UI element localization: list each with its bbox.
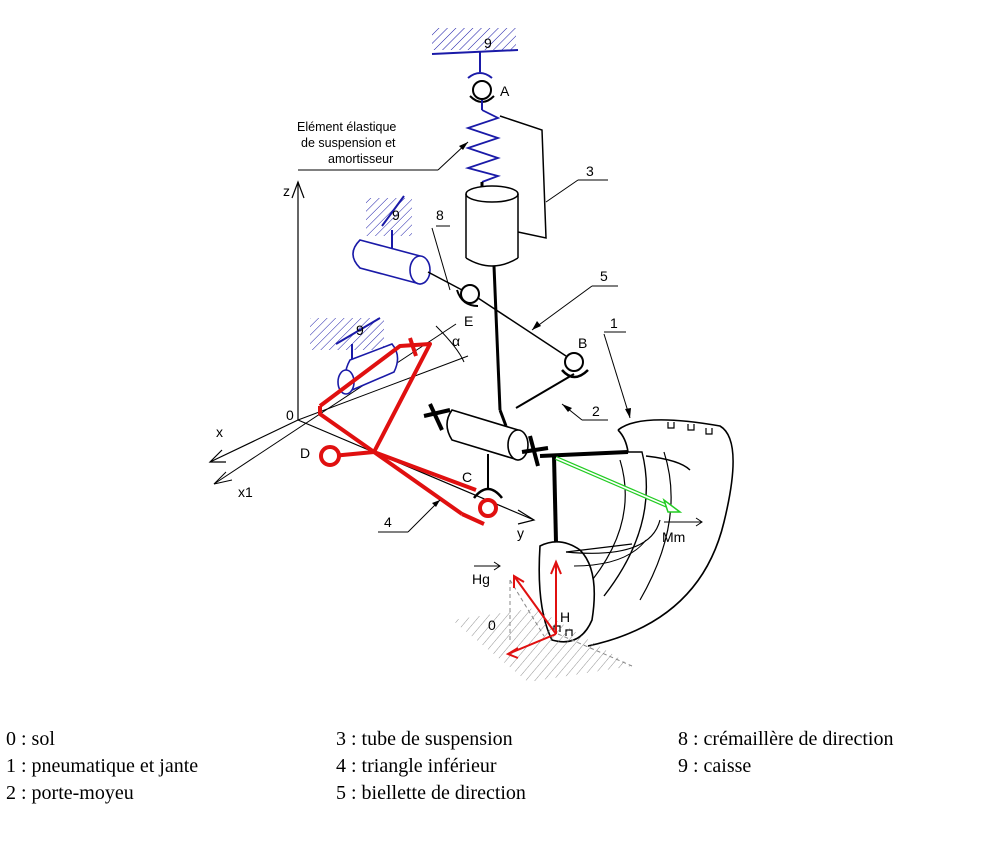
angle-alpha: α <box>452 333 460 349</box>
ground-plane: 0 <box>452 579 633 682</box>
label-1: 1 <box>610 315 618 331</box>
label-a: A <box>500 83 510 99</box>
label-3: 3 <box>586 163 594 179</box>
label-c: C <box>462 469 472 485</box>
axis-label-y: y <box>517 525 524 541</box>
elastic-label-line-1: Elément élastique <box>297 120 396 134</box>
elastic-element-callout: Elément élastique de suspension et amort… <box>297 120 469 171</box>
label-5: 5 <box>600 268 608 284</box>
label-hg: Hg <box>472 571 490 587</box>
callout-2: 2 <box>561 403 608 421</box>
suspension-tube <box>465 115 547 411</box>
callout-5: 5 <box>531 268 618 331</box>
ball-joint-c: C <box>462 454 503 499</box>
axis-label-z: z <box>283 183 290 199</box>
hub-carrier <box>423 403 629 543</box>
legend-item-5: 5 : biellette de direction <box>336 782 526 804</box>
legend-item-2: 2 : porte-moyeu <box>6 782 134 804</box>
axis-label-x: x <box>216 424 223 440</box>
steering-rack: 9 <box>352 195 463 291</box>
ball-joint-e: E <box>456 284 480 329</box>
label-8: 8 <box>436 207 444 223</box>
legend-item-8: 8 : crémaillère de direction <box>678 728 894 750</box>
label-h: H <box>560 609 570 625</box>
callout-8: 8 <box>431 207 451 291</box>
axes: z x y x1 α 0 <box>208 180 536 541</box>
origin-0: 0 <box>286 407 294 423</box>
callout-4: 4 <box>378 499 441 533</box>
legend-item-4: 4 : triangle inférieur <box>336 755 497 777</box>
label-9-mid: 9 <box>392 207 400 223</box>
ground-label-0: 0 <box>488 617 496 633</box>
label-e: E <box>464 313 473 329</box>
legend-item-3: 3 : tube de suspension <box>336 728 513 750</box>
legend-item-9: 9 : caisse <box>678 755 752 777</box>
steering-rod: B <box>477 297 589 409</box>
callout-3: 3 <box>545 163 608 203</box>
label-9-low: 9 <box>356 322 364 338</box>
elastic-label-line-2: de suspension et <box>301 136 396 150</box>
callout-1: 1 <box>603 315 631 419</box>
legend-item-0: 0 : sol <box>6 728 55 750</box>
legend-column-1: 0 : sol 1 : pneumatique et jante 2 : por… <box>6 726 198 807</box>
ball-joint-a: A <box>469 80 510 103</box>
label-d: D <box>300 445 310 461</box>
label-2: 2 <box>592 403 600 419</box>
legend-item-1: 1 : pneumatique et jante <box>6 755 199 777</box>
label-9-top: 9 <box>484 35 492 51</box>
contact-force-hg: Hg H <box>472 559 570 659</box>
moment-arrow-mm: Mm <box>555 456 703 545</box>
body-top-anchor: 9 <box>431 28 519 79</box>
legend-column-2: 3 : tube de suspension 4 : triangle infé… <box>336 726 526 807</box>
axis-label-x1: x1 <box>238 484 253 500</box>
lower-triangle: 9 D <box>300 317 498 526</box>
elastic-label-line-3: amortisseur <box>328 152 393 166</box>
label-4: 4 <box>384 514 392 530</box>
legend-column-3: 8 : crémaillère de direction 9 : caisse <box>678 726 893 780</box>
suspension-spring <box>464 100 501 192</box>
label-b: B <box>578 335 587 351</box>
label-mm: Mm <box>662 529 685 545</box>
